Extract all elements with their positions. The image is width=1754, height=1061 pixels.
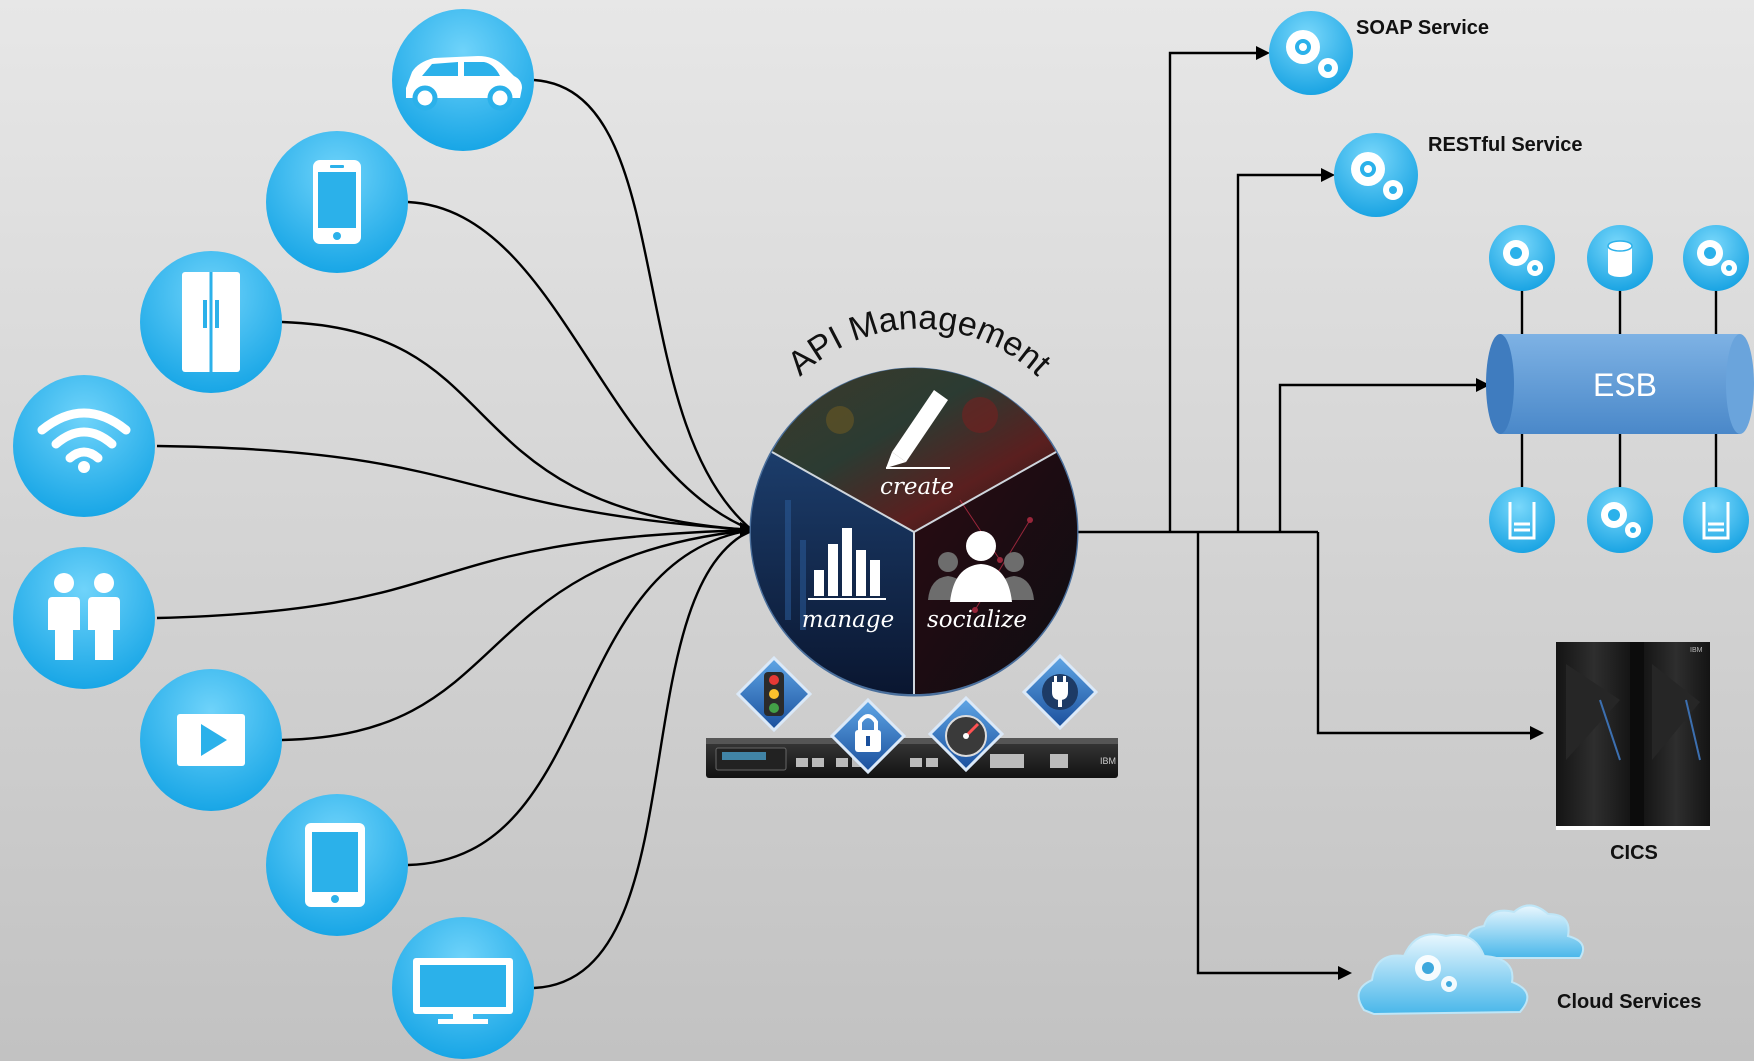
hub-label-socialize: socialize: [927, 607, 1027, 633]
connector-car: [533, 78, 753, 531]
esb-node-top-1: [1489, 225, 1555, 291]
esb: ESB: [1486, 225, 1754, 553]
esb-bus: ESB: [1486, 334, 1754, 434]
queue-icon: [1702, 502, 1730, 540]
cloud-icon: [1357, 904, 1584, 1016]
soap-service: SOAP Service: [1269, 11, 1489, 95]
hub-label-manage: manage: [802, 607, 894, 633]
esb-node-top-3: [1683, 225, 1749, 291]
cics-label: CICS: [1610, 842, 1658, 864]
esb-node-bottom-3: [1683, 487, 1749, 553]
api-gateway-appliance: IBM: [706, 653, 1118, 778]
soap-service-label: SOAP Service: [1356, 17, 1489, 39]
gears-icon: [1503, 240, 1543, 276]
gears-icon: [1286, 30, 1338, 78]
play-video-icon: [177, 714, 245, 766]
plug-icon: [1042, 674, 1078, 710]
connector-wifi: [156, 444, 753, 532]
gears-icon: [1601, 502, 1641, 538]
device-monitor: [392, 917, 534, 1059]
device-smartphone: [266, 131, 408, 273]
database-icon: [1607, 240, 1633, 277]
gears-icon: [1351, 152, 1403, 200]
refrigerator-icon: [182, 272, 240, 372]
esb-node-top-2: [1587, 225, 1653, 291]
restful-service: RESTful Service: [1334, 133, 1583, 217]
traffic-light-icon: [764, 672, 784, 716]
restful-service-label: RESTful Service: [1428, 134, 1583, 156]
connector-smartphone: [407, 200, 753, 532]
smartphone-icon: [313, 160, 361, 244]
cloud-services-label: Cloud Services: [1557, 991, 1702, 1013]
device-connectors: [156, 78, 756, 990]
car-icon: [406, 56, 522, 111]
gauge-badge: [927, 695, 1005, 773]
api-management-hub: API Management: [749, 298, 1079, 697]
monitor-icon: [413, 958, 513, 1024]
hub-label-create: create: [880, 474, 954, 500]
people-icon: [48, 573, 120, 660]
connector-tablet: [407, 528, 753, 867]
esb-label: ESB: [1593, 367, 1657, 403]
hub-texture: [785, 397, 1033, 630]
connector-monitor: [533, 528, 753, 990]
device-play: [140, 669, 282, 811]
device-car: [392, 9, 534, 151]
device-wifi: [13, 375, 155, 517]
gauge-icon: [945, 715, 987, 757]
people-group-icon: [928, 531, 1034, 602]
traffic-light-badge: [735, 655, 813, 733]
esb-node-bottom-1: [1489, 487, 1555, 553]
lock-badge: [829, 697, 907, 775]
tablet-icon: [305, 823, 365, 907]
device-tablet: [266, 794, 408, 936]
connector-arrowhead: [740, 522, 756, 538]
gears-icon: [1697, 240, 1737, 276]
lock-icon: [855, 714, 881, 752]
backend-connectors: [1072, 46, 1544, 980]
device-people: [13, 547, 155, 689]
gears-icon: [1415, 955, 1457, 992]
esb-node-bottom-2: [1587, 487, 1653, 553]
connector-people: [156, 528, 753, 620]
cloud-services: Cloud Services: [1357, 904, 1702, 1016]
connector-refrigerator: [281, 320, 753, 532]
queue-icon: [1508, 502, 1536, 540]
plug-badge: [1021, 653, 1099, 731]
svg-text:IBM: IBM: [1690, 647, 1703, 654]
svg-text:IBM: IBM: [1100, 756, 1116, 766]
cics-mainframe: IBM CICS: [1556, 642, 1710, 864]
connector-play: [281, 528, 753, 742]
bar-chart-icon: [808, 528, 886, 600]
pencil-icon: [886, 390, 950, 469]
mainframe-icon: IBM: [1556, 642, 1710, 830]
wifi-icon: [37, 408, 131, 473]
device-refrigerator: [140, 251, 282, 393]
